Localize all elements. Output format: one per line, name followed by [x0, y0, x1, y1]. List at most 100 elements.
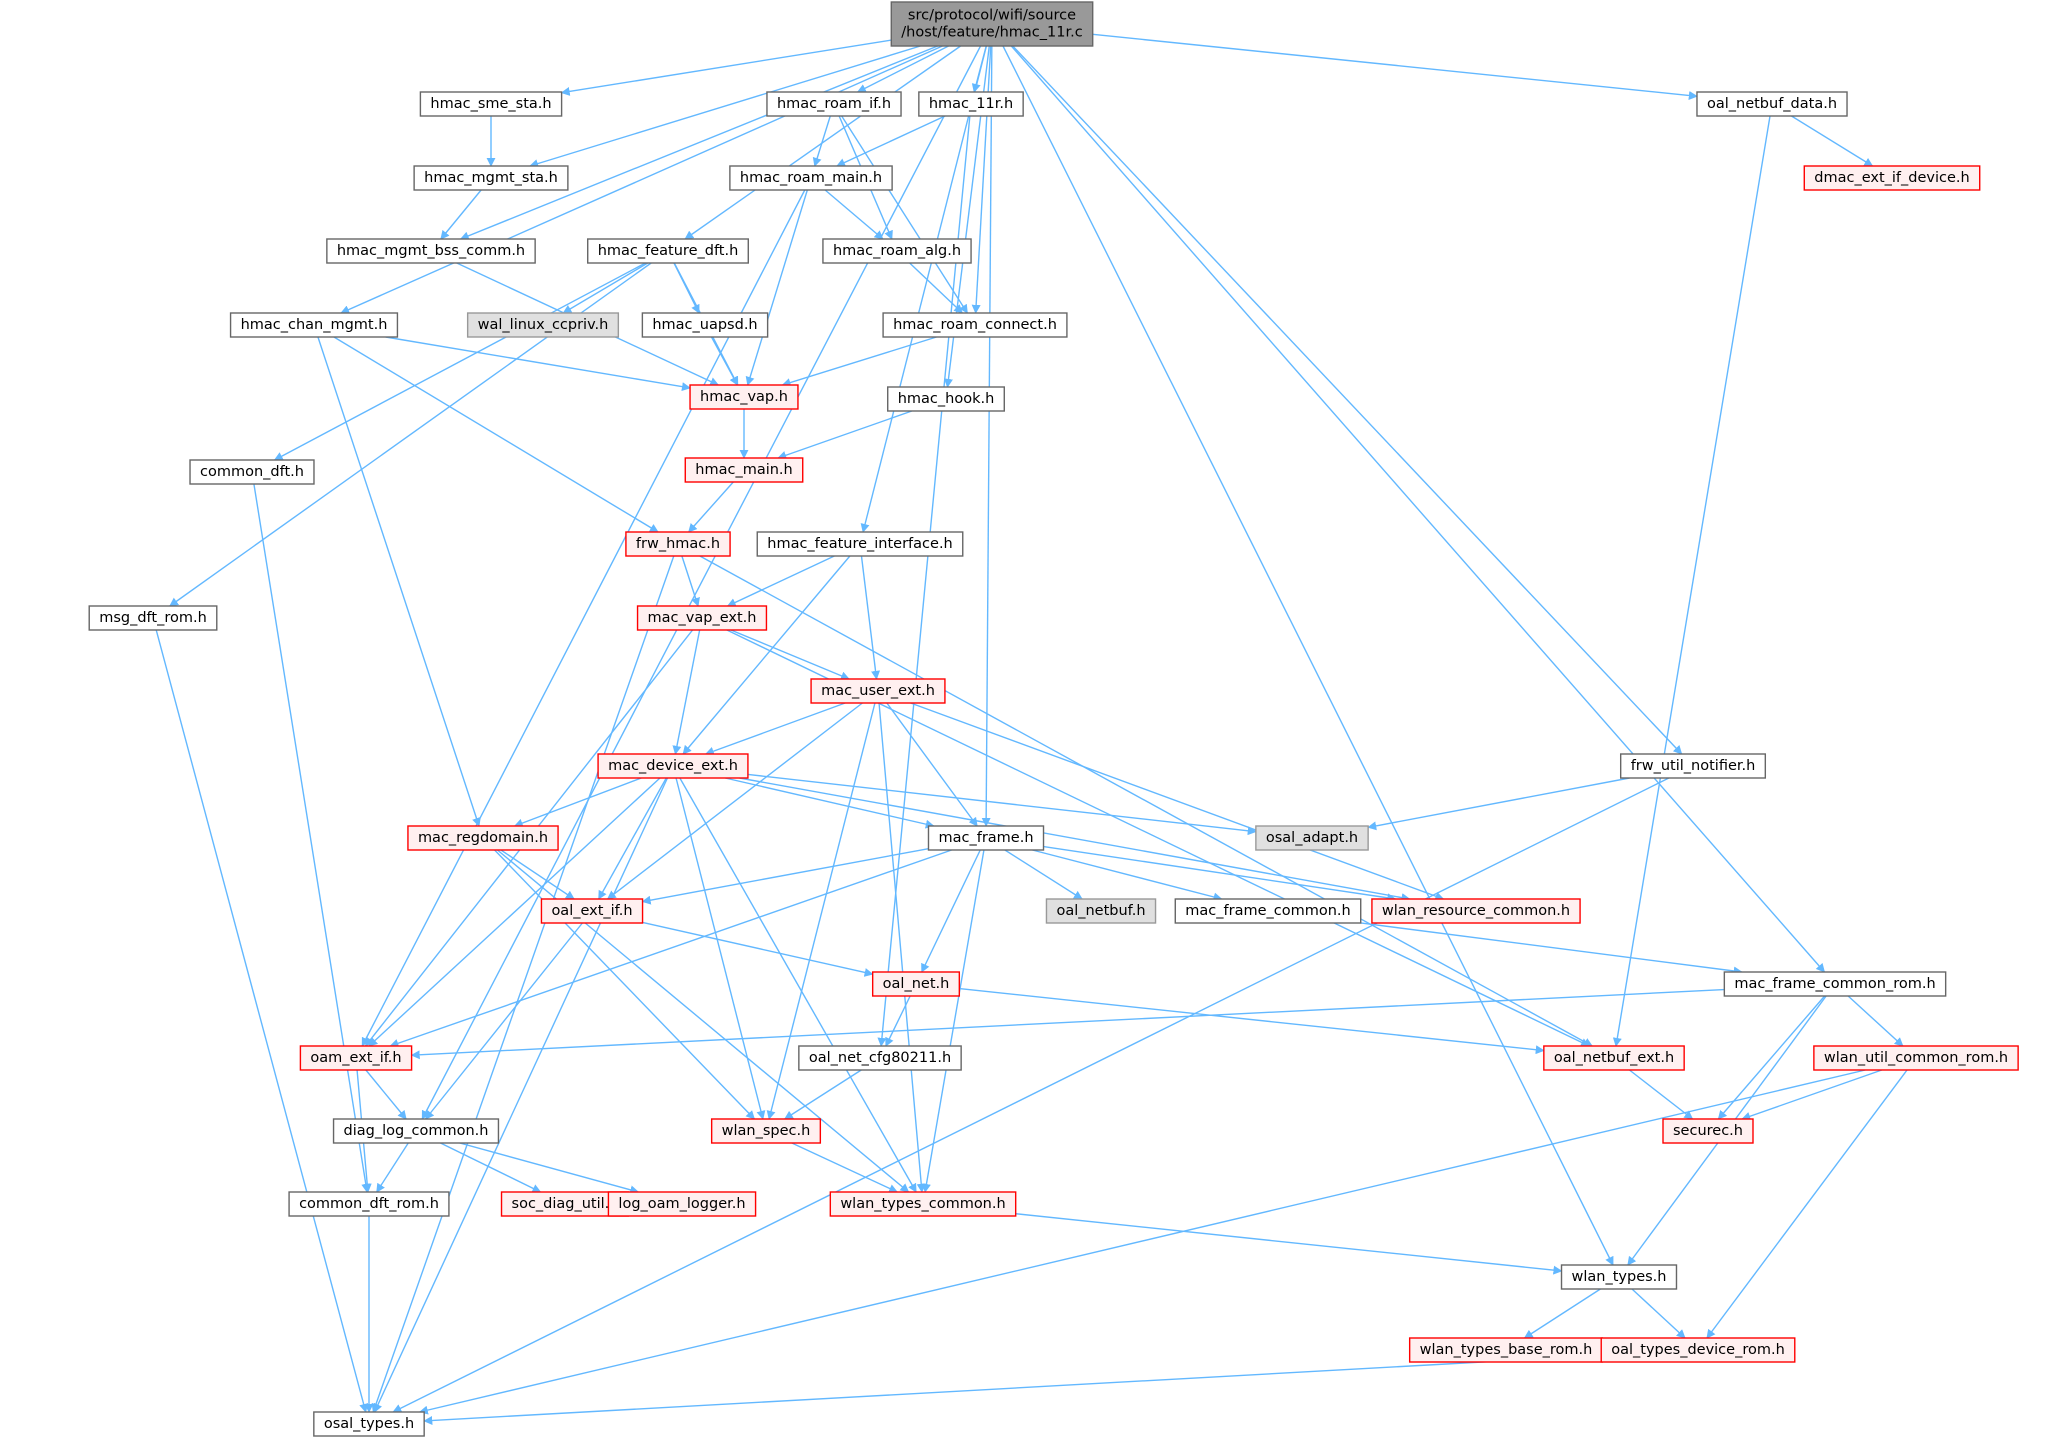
node-box	[822, 238, 972, 264]
node-hmac-feature-interface[interactable]: hmac_feature_interface.h	[756, 531, 964, 557]
node-frw-util-notifier[interactable]: frw_util_notifier.h	[1619, 753, 1767, 779]
edge-mac-user-ext-to-oal-ext-if	[606, 702, 863, 900]
node-osal-types[interactable]: osal_types.h	[313, 1411, 425, 1437]
node-dmac-ext-if-device[interactable]: dmac_ext_if_device.h	[1803, 165, 1981, 191]
node-hmac-sme-sta[interactable]: hmac_sme_sta.h	[419, 91, 563, 117]
node-hmac-mgmt-bss-comm[interactable]: hmac_mgmt_bss_comm.h	[326, 238, 536, 264]
node-msg-dft-rom[interactable]: msg_dft_rom.h	[88, 605, 218, 631]
node-label: wlan_util_common_rom.h	[1824, 1050, 2008, 1066]
node-common-dft[interactable]: common_dft.h	[189, 459, 315, 485]
node-label: /host/feature/hmac_11r.c	[901, 25, 1082, 41]
node-label: wlan_types_common.h	[840, 1196, 1005, 1212]
node-hmac-main[interactable]: hmac_main.h	[684, 457, 804, 483]
node-oam-ext-if[interactable]: oam_ext_if.h	[299, 1045, 413, 1071]
node-box	[229, 312, 399, 338]
node-mac-frame-common[interactable]: mac_frame_common.h	[1174, 898, 1362, 924]
edge-mac-frame-to-wlan-resource-common	[1043, 845, 1397, 903]
edge-wlan-util-common-rom-to-osal-types	[418, 1069, 1866, 1415]
node-mac-vap-ext[interactable]: mac_vap_ext.h	[636, 605, 768, 631]
node-hmac-vap[interactable]: hmac_vap.h	[689, 384, 799, 410]
node-box	[1560, 1264, 1678, 1290]
node-hmac-chan-mgmt[interactable]: hmac_chan_mgmt.h	[229, 312, 399, 338]
node-box	[1371, 898, 1581, 924]
edge-root-to-diag-log-common	[421, 45, 982, 1120]
edge-oal-net-to-oal-netbuf-ext	[959, 987, 1545, 1055]
node-box	[1662, 1118, 1754, 1144]
node-box	[829, 1191, 1017, 1217]
edge-hmac-roam-connect-to-hmac-vap	[781, 336, 937, 387]
node-box	[1723, 971, 1947, 997]
node-hmac-hook[interactable]: hmac_hook.h	[887, 386, 1005, 412]
node-osal-adapt[interactable]: osal_adapt.h	[1255, 825, 1369, 851]
node-root[interactable]: src/protocol/wifi/source/host/feature/hm…	[890, 1, 1094, 47]
node-box	[1174, 898, 1362, 924]
edge-root-to-mac-frame	[981, 45, 993, 827]
edge-root-to-mac-frame-common-rom	[1010, 45, 1826, 973]
edge-wlan-types-to-wlan-types-base-rom	[1523, 1288, 1601, 1339]
node-label: hmac_roam_alg.h	[833, 243, 961, 259]
node-label: msg_dft_rom.h	[99, 610, 207, 626]
edge-mac-device-ext-to-mac-regdomain	[513, 777, 642, 828]
node-frw-hmac[interactable]: frw_hmac.h	[625, 531, 731, 557]
node-label: hmac_feature_dft.h	[598, 243, 739, 259]
node-oal-netbuf-data[interactable]: oal_netbuf_data.h	[1696, 91, 1848, 117]
edge-wlan-spec-to-wlan-types-common	[791, 1142, 899, 1193]
node-wlan-types-base-rom[interactable]: wlan_types_base_rom.h	[1408, 1337, 1604, 1363]
edge-mac-vap-ext-to-mac-user-ext	[730, 629, 850, 681]
edge-oal-ext-if-to-diag-log-common	[425, 922, 583, 1120]
edge-mac-device-ext-to-osal-adapt	[747, 773, 1257, 836]
edge-frw-hmac-to-oal-netbuf-ext	[699, 555, 1593, 1047]
node-mac-device-ext[interactable]: mac_device_ext.h	[597, 753, 749, 779]
node-label: common_dft_rom.h	[299, 1196, 439, 1212]
node-label: oal_netbuf.h	[1056, 903, 1145, 919]
node-hmac-roam-alg[interactable]: hmac_roam_alg.h	[822, 238, 972, 264]
edge-mac-device-ext-to-mac-frame	[725, 777, 935, 829]
node-box	[597, 753, 749, 779]
node-mac-regdomain[interactable]: mac_regdomain.h	[407, 825, 559, 851]
node-wlan-util-common-rom[interactable]: wlan_util_common_rom.h	[1813, 1045, 2019, 1071]
edge-frw-util-notifier-to-osal-types	[392, 777, 1670, 1413]
node-wal-linux-ccpriv[interactable]: wal_linux_ccpriv.h	[466, 312, 620, 338]
node-common-dft-rom[interactable]: common_dft_rom.h	[288, 1191, 450, 1217]
node-label: wlan_spec.h	[722, 1123, 811, 1139]
edge-hmac-chan-mgmt-to-hmac-vap	[385, 336, 691, 392]
node-hmac-roam-connect[interactable]: hmac_roam_connect.h	[882, 312, 1068, 338]
node-mac-frame[interactable]: mac_frame.h	[927, 825, 1045, 851]
node-box	[332, 1118, 500, 1144]
node-box	[326, 238, 536, 264]
node-hmac-roam-if[interactable]: hmac_roam_if.h	[766, 91, 902, 117]
node-box	[587, 238, 749, 264]
node-oal-net[interactable]: oal_net.h	[871, 971, 961, 997]
node-hmac-11r[interactable]: hmac_11r.h	[918, 91, 1024, 117]
node-oal-netbuf-ext[interactable]: oal_netbuf_ext.h	[1543, 1045, 1685, 1071]
node-hmac-uapsd[interactable]: hmac_uapsd.h	[641, 312, 769, 338]
node-label: mac_vap_ext.h	[648, 610, 757, 626]
node-wlan-resource-common[interactable]: wlan_resource_common.h	[1371, 898, 1581, 924]
node-label: mac_frame_common_rom.h	[1734, 976, 1935, 992]
node-wlan-types-common[interactable]: wlan_types_common.h	[829, 1191, 1017, 1217]
edge-oal-netbuf-data-to-dmac-ext-if-device	[1791, 115, 1874, 167]
node-diag-log-common[interactable]: diag_log_common.h	[332, 1118, 500, 1144]
node-hmac-feature-dft[interactable]: hmac_feature_dft.h	[587, 238, 749, 264]
node-wlan-types[interactable]: wlan_types.h	[1560, 1264, 1678, 1290]
node-mac-frame-common-rom[interactable]: mac_frame_common_rom.h	[1723, 971, 1947, 997]
node-box	[918, 91, 1024, 117]
node-hmac-mgmt-sta[interactable]: hmac_mgmt_sta.h	[413, 165, 569, 191]
edge-root-to-hmac-mgmt-sta	[529, 45, 921, 168]
node-oal-netbuf[interactable]: oal_netbuf.h	[1045, 898, 1157, 924]
node-oal-types-device-rom[interactable]: oal_types_device_rom.h	[1600, 1337, 1796, 1363]
edge-wlan-util-common-rom-to-oal-types-device-rom	[1706, 1069, 1908, 1339]
edge-common-dft-to-common-dft-rom	[253, 483, 371, 1193]
node-log-oam-logger[interactable]: log_oam_logger.h	[607, 1191, 757, 1217]
edge-mac-device-ext-to-wlan-types-common	[679, 777, 917, 1193]
node-securec[interactable]: securec.h	[1662, 1118, 1754, 1144]
node-oal-ext-if[interactable]: oal_ext_if.h	[540, 898, 644, 924]
node-mac-user-ext[interactable]: mac_user_ext.h	[810, 678, 946, 704]
node-soc-diag-util[interactable]: soc_diag_util.h	[500, 1191, 630, 1217]
node-oal-net-cfg80211[interactable]: oal_net_cfg80211.h	[798, 1045, 962, 1071]
node-wlan-spec[interactable]: wlan_spec.h	[710, 1118, 822, 1144]
node-label: mac_user_ext.h	[821, 683, 935, 699]
edge-root-to-hmac-roam-connect	[971, 45, 992, 314]
node-hmac-roam-main[interactable]: hmac_roam_main.h	[729, 165, 893, 191]
node-label: log_oam_logger.h	[618, 1196, 745, 1212]
